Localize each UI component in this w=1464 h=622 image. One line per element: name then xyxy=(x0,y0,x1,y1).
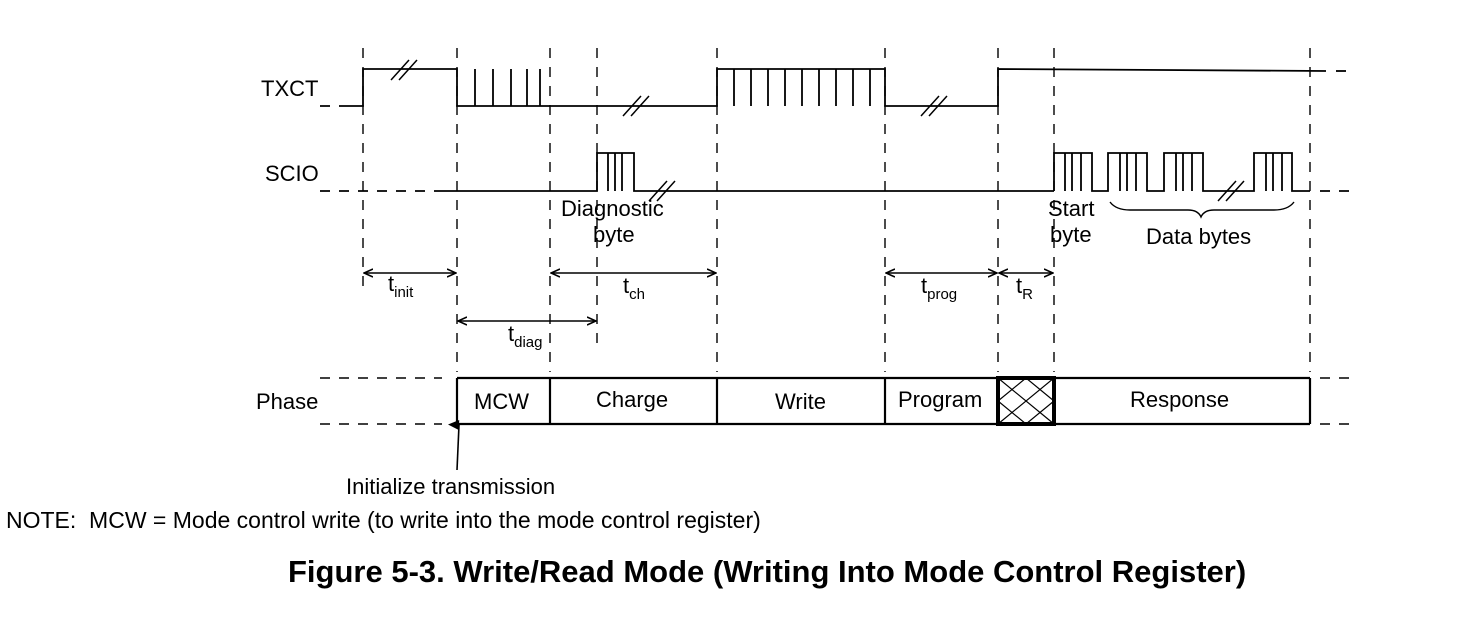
phase-label: Phase xyxy=(256,389,318,414)
phase-charge: Charge xyxy=(596,387,668,412)
figure-note: NOTE: MCW = Mode control write (to write… xyxy=(6,507,761,533)
initialize-transmission-label: Initialize transmission xyxy=(346,474,555,499)
t-r-label: tR xyxy=(1016,273,1033,303)
phase-response: Response xyxy=(1130,387,1229,412)
phase-mcw: MCW xyxy=(474,389,529,414)
t-diag-label: tdiag xyxy=(508,321,542,351)
start-byte-label-line2: byte xyxy=(1050,222,1092,247)
t-init-label: tinit xyxy=(388,271,414,301)
response-delay-hatch xyxy=(996,376,1056,426)
data-bytes-label: Data bytes xyxy=(1146,224,1251,249)
start-byte-label-line1: Start xyxy=(1048,196,1094,221)
phase-write: Write xyxy=(775,389,826,414)
timing-arrows xyxy=(364,273,1053,321)
diagnostic-byte-label-line1: Diagnostic xyxy=(561,196,664,221)
scio-label: SCIO xyxy=(265,161,319,186)
phase-program: Program xyxy=(898,387,982,412)
diagnostic-byte-label-line2: byte xyxy=(593,222,635,247)
t-prog-label: tprog xyxy=(921,273,957,303)
t-ch-label: tch xyxy=(623,273,645,303)
txct-label: TXCT xyxy=(261,76,318,101)
initialize-arrow xyxy=(448,420,460,471)
txct-waveform xyxy=(320,68,1354,107)
figure-caption: Figure 5-3. Write/Read Mode (Writing Int… xyxy=(288,554,1247,589)
scio-waveform xyxy=(320,152,1354,192)
txct-break-marks xyxy=(390,59,948,117)
scio-break-marks xyxy=(648,180,1245,202)
data-bytes-brace xyxy=(1109,201,1295,219)
phase-row xyxy=(320,376,1354,426)
